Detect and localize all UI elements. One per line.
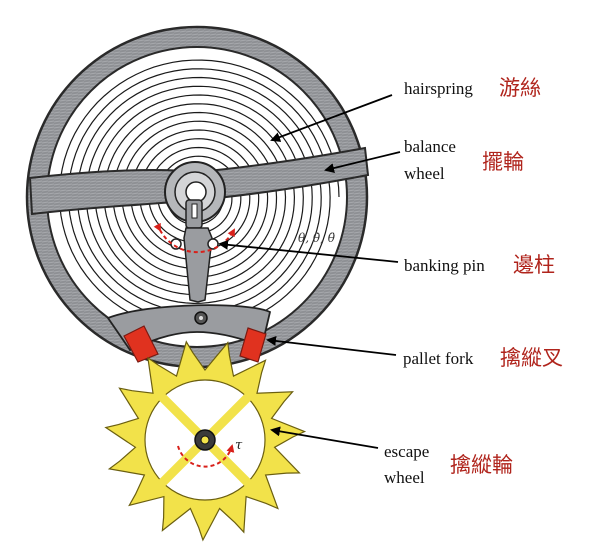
balance-rotation-arrow (153, 222, 235, 254)
theta-annotation: θ, θ̇, θ̈ (298, 231, 335, 245)
leader-arrows (218, 94, 401, 449)
hairspring-label: hairspring (404, 79, 473, 98)
hairspring-label-zh: 游絲 (499, 76, 541, 100)
arrow-hairspring-icon (270, 94, 393, 142)
arrow-banking-pin-icon (218, 239, 399, 263)
balance-wheel-label-line1: balance (404, 137, 456, 156)
banking-pin-label-zh: 邊柱 (513, 253, 555, 277)
exit-pallet-jewel (239, 327, 267, 363)
arrow-pallet-fork-icon (266, 335, 397, 356)
arrow-balance-wheel-icon (324, 151, 401, 173)
balance-wheel-label-line2: wheel (404, 164, 445, 183)
escape-wheel (104, 340, 307, 542)
escape-wheel-label-line2: wheel (384, 468, 425, 487)
pallet-fork-label: pallet fork (403, 349, 474, 368)
escape-pinion (177, 429, 235, 468)
arrow-escape-wheel-icon (270, 426, 379, 449)
banking-pin-label: banking pin (404, 256, 485, 275)
escape-wheel-label-zh: 擒縱輪 (450, 453, 513, 477)
escape-wheel-label-line1: escape (384, 442, 430, 461)
escape-wheel-teeth (104, 340, 307, 542)
balance-wheel-label-zh: 擺輪 (482, 150, 524, 174)
entry-pallet-jewel (123, 325, 159, 363)
torque-annotation: τ (235, 438, 243, 453)
pallet-fork-label-zh: 擒縱叉 (500, 346, 563, 370)
balance-hub (164, 161, 226, 229)
